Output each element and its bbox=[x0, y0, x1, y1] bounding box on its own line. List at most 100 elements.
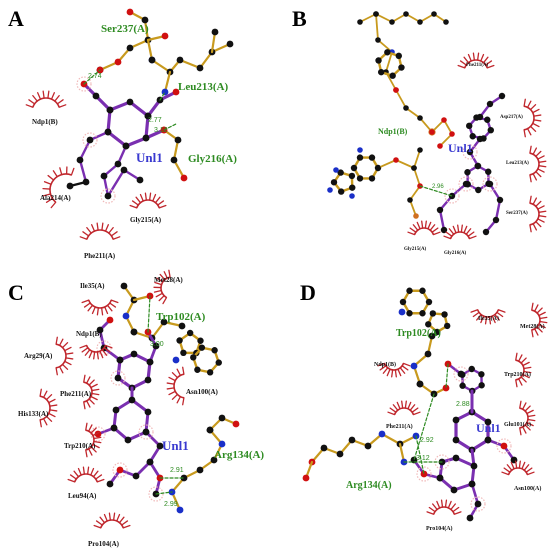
hydrophobic-ndp1 bbox=[79, 344, 113, 360]
hydrophobic-glu101 bbox=[519, 400, 536, 436]
ribose2-atom bbox=[411, 165, 417, 171]
arg134d-bond bbox=[380, 432, 402, 446]
ligand-b-ring1-ring-atom bbox=[487, 126, 494, 134]
hbond-distance: 2.91 bbox=[170, 467, 184, 474]
ser237-atom bbox=[114, 58, 122, 66]
residue-label-gly216: Gly216(A) bbox=[188, 153, 237, 165]
contact-halo bbox=[110, 370, 126, 386]
hbond-line bbox=[155, 491, 173, 495]
hydrophobic-ndp1 bbox=[377, 362, 411, 378]
ligand-b-atom bbox=[482, 228, 490, 236]
arc-spoke bbox=[432, 503, 438, 511]
arc-spoke bbox=[529, 104, 537, 111]
ribose2-bond bbox=[409, 185, 421, 201]
ligand-a-atom bbox=[92, 92, 100, 100]
arc-spoke bbox=[526, 409, 534, 415]
residue-label-asn100: Asn100(A) bbox=[514, 485, 541, 492]
arc-spoke bbox=[535, 171, 542, 178]
hbond-distance: 2.88 bbox=[456, 401, 470, 408]
trp102d-pyrrole-ring-atom bbox=[425, 321, 432, 328]
residue-label-asp217: Asp217(A) bbox=[500, 115, 523, 120]
arc-spoke bbox=[104, 224, 109, 232]
arc-spoke bbox=[412, 224, 419, 231]
arc-spoke bbox=[523, 370, 532, 374]
ligand-b-atom bbox=[486, 180, 494, 188]
arc-spoke bbox=[84, 349, 91, 356]
arg134-atom bbox=[196, 466, 204, 474]
arc-spoke bbox=[82, 231, 90, 237]
arc-spoke bbox=[537, 155, 545, 160]
arc-spoke bbox=[58, 365, 64, 374]
arc-spoke bbox=[39, 388, 42, 397]
arc-spoke bbox=[444, 499, 448, 508]
arc-spoke bbox=[101, 222, 104, 231]
arc-spoke bbox=[401, 365, 409, 371]
arc-spoke bbox=[48, 398, 56, 404]
arc-spoke bbox=[535, 150, 542, 157]
arc-spoke bbox=[472, 311, 480, 318]
hbond-line bbox=[83, 69, 101, 85]
arc-spoke bbox=[45, 415, 53, 422]
arc-spoke bbox=[534, 304, 539, 312]
arc-spoke bbox=[538, 323, 546, 329]
arc-spoke bbox=[69, 474, 77, 480]
arc-spoke bbox=[382, 367, 389, 374]
leu213-atom bbox=[148, 56, 156, 64]
arc-spoke bbox=[108, 227, 114, 234]
arc-spoke bbox=[82, 466, 86, 475]
residue-label-gly215: Gly215(A) bbox=[130, 216, 162, 224]
ligand-c-atom bbox=[152, 342, 160, 350]
arc-spoke bbox=[88, 350, 93, 359]
hbond-line bbox=[445, 363, 449, 389]
residue-label-leu213: Leu213(A) bbox=[178, 81, 228, 93]
arc-spoke bbox=[535, 221, 542, 228]
trp102d-benzene-ring-atom bbox=[399, 298, 407, 306]
ligand-d-atom bbox=[452, 436, 460, 444]
ligand-a-ring2-atom bbox=[104, 192, 112, 200]
trp102d-atom bbox=[424, 350, 432, 358]
arc-spoke bbox=[131, 200, 139, 206]
arc-spoke bbox=[452, 225, 457, 234]
arc-spoke bbox=[99, 350, 104, 359]
arc-spoke bbox=[86, 227, 92, 234]
arc-spoke bbox=[148, 192, 152, 201]
arc-spoke bbox=[108, 512, 112, 521]
arc-spoke bbox=[171, 372, 179, 379]
arc-spoke bbox=[81, 347, 89, 353]
arc-spoke bbox=[79, 236, 88, 240]
trp102-atom bbox=[122, 312, 130, 320]
ser237-atom bbox=[126, 44, 134, 52]
arc-spoke bbox=[176, 368, 182, 377]
arc-spoke bbox=[58, 104, 67, 108]
ligand-a-bond bbox=[106, 108, 112, 134]
trp102d-atom bbox=[442, 384, 450, 392]
ligand-c-tail-atom bbox=[106, 480, 114, 488]
contact-halo bbox=[138, 424, 154, 440]
hydrophobic-pro104 bbox=[426, 499, 462, 515]
residue-label-phe211: Phe211(A) bbox=[386, 423, 413, 430]
phosphate-atom bbox=[449, 131, 455, 137]
arc-spoke bbox=[424, 220, 427, 229]
arc-spoke bbox=[539, 320, 548, 324]
arc-spoke bbox=[519, 427, 522, 436]
arc-spoke bbox=[43, 193, 52, 197]
arc-spoke bbox=[457, 224, 460, 233]
hydrophobic-ndp1 bbox=[25, 90, 67, 108]
arc-spoke bbox=[86, 400, 91, 408]
ligand-a-tail-atom bbox=[76, 156, 84, 164]
hbond-line bbox=[419, 185, 453, 197]
adenine-n bbox=[327, 187, 333, 193]
ribose2-bond bbox=[409, 199, 417, 217]
ligand-a-atom bbox=[66, 182, 74, 190]
ligand-d-atom bbox=[500, 442, 508, 450]
arc-spoke bbox=[58, 338, 64, 347]
ndp-chain-bond bbox=[375, 13, 379, 41]
arc-spoke bbox=[519, 400, 522, 409]
ndp-chain-atom bbox=[373, 11, 379, 17]
arc-spoke bbox=[87, 304, 94, 312]
arc-spoke bbox=[121, 520, 129, 526]
ligand-d-atom bbox=[436, 474, 444, 482]
ligand-a-ring2-atom bbox=[120, 166, 128, 174]
trp102-pyrrole-ring-atom bbox=[180, 349, 187, 357]
ndp-ring-top-ring-atom bbox=[384, 49, 391, 56]
